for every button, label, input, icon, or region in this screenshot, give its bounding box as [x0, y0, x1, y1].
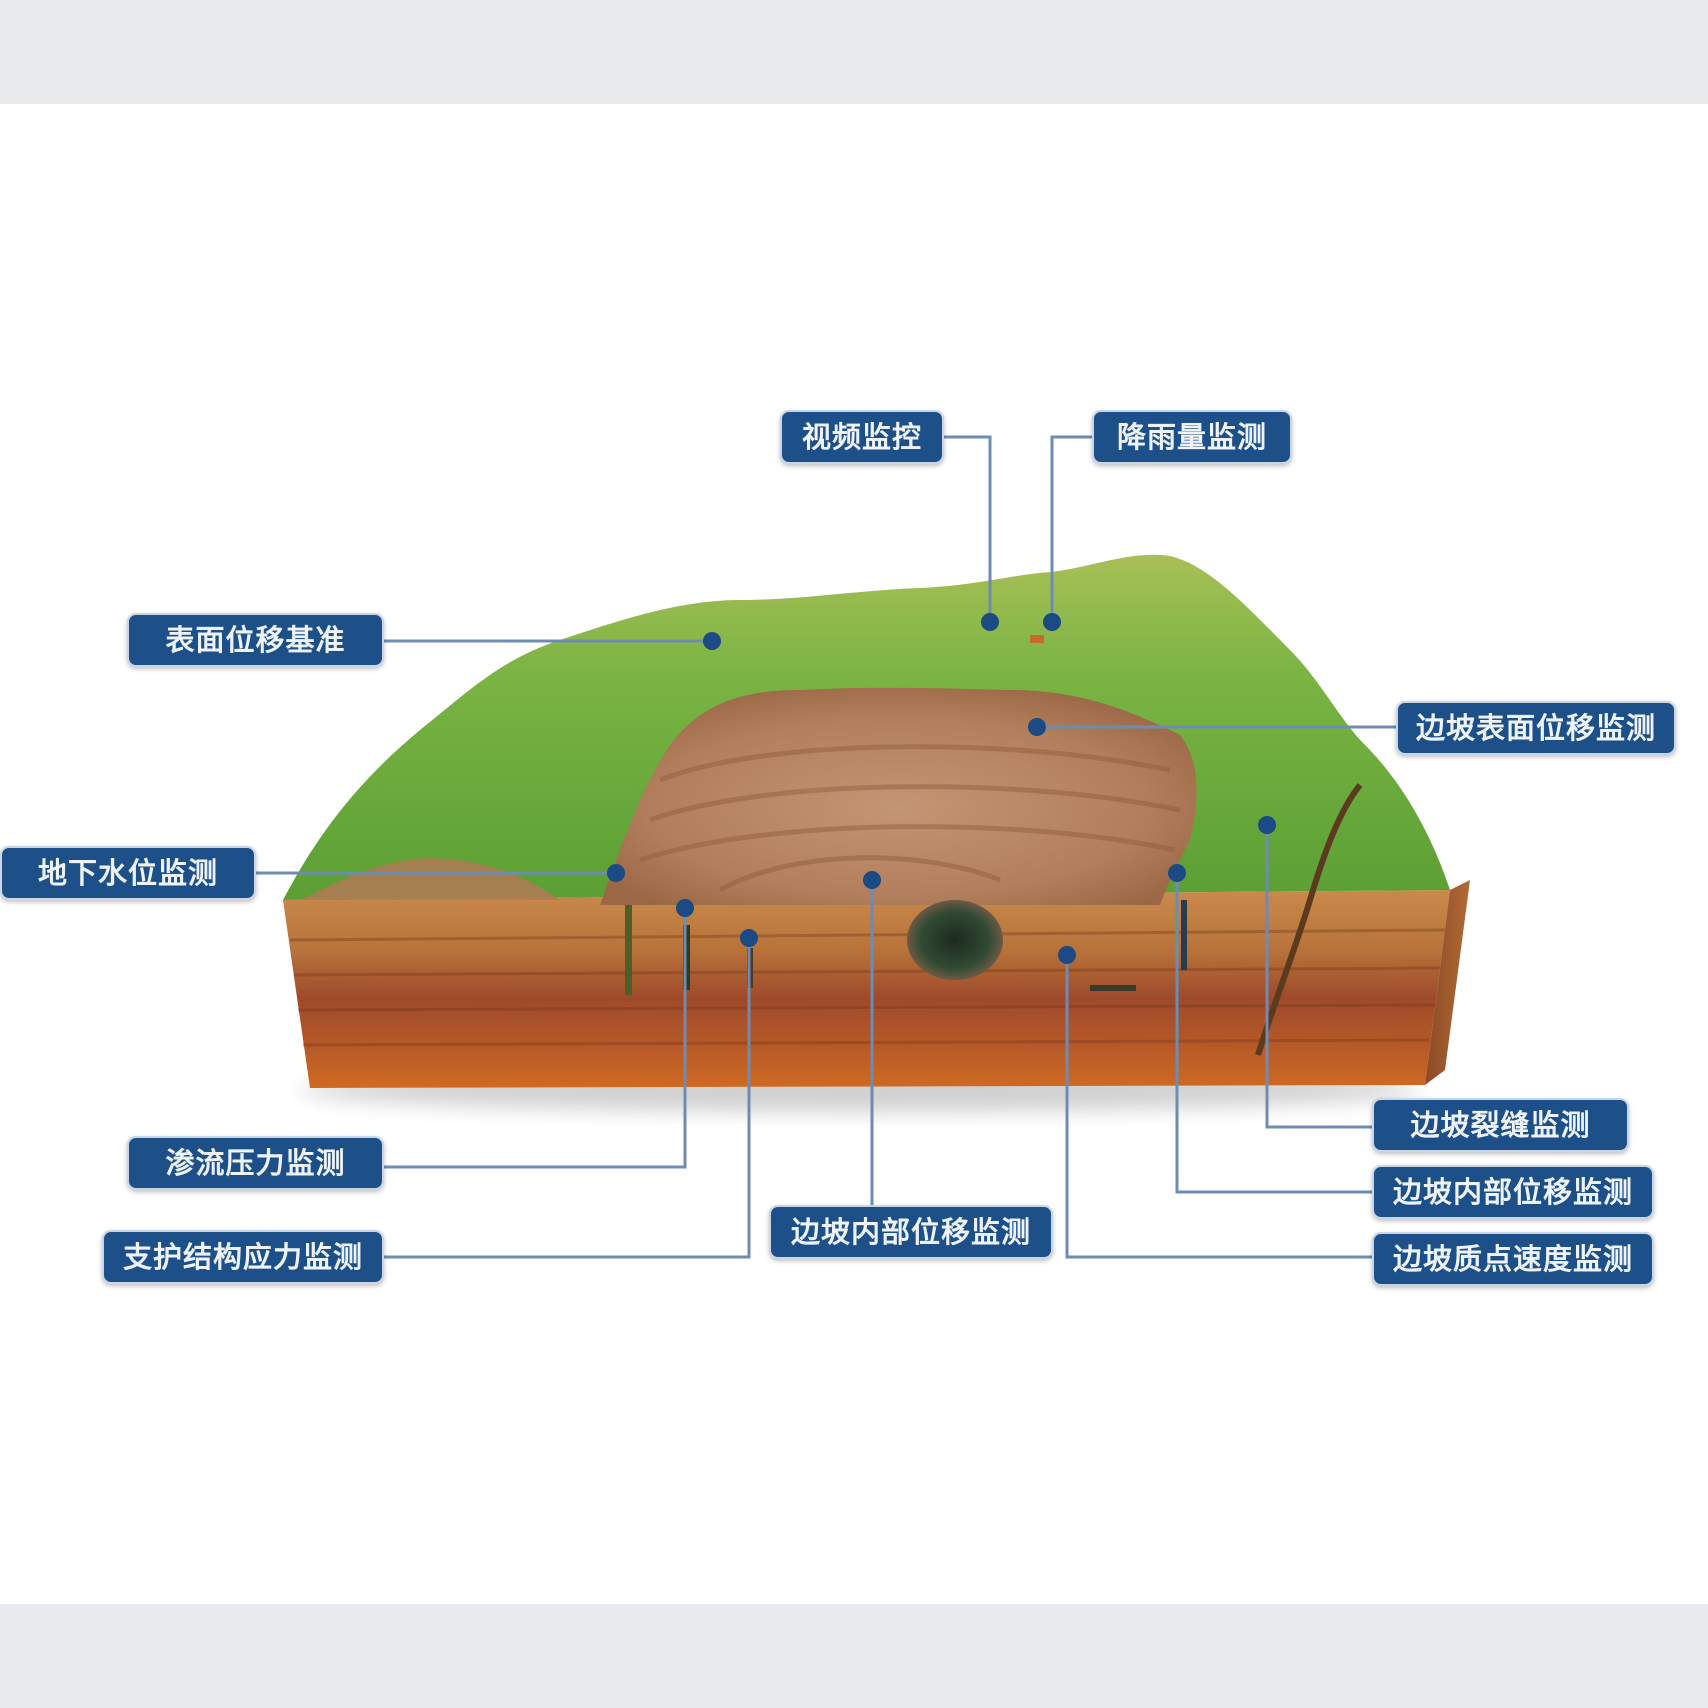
excavated-pit: [600, 687, 1197, 905]
left-mound: [300, 858, 560, 900]
soil-layers-side: [1425, 880, 1470, 1085]
label-slope-internal-displacement-center: 边坡内部位移监测: [769, 1205, 1053, 1259]
label-slope-particle-velocity: 边坡质点速度监测: [1372, 1232, 1654, 1286]
label-slope-surface-displacement: 边坡表面位移监测: [1396, 701, 1676, 755]
sensor-dots: [607, 613, 1276, 964]
fault-crack: [1255, 783, 1363, 1056]
label-slope-crack: 边坡裂缝监测: [1372, 1098, 1629, 1152]
connector-lines: [256, 435, 1396, 1259]
tunnel-opening: [907, 900, 1003, 980]
label-video-monitoring: 视频监控: [780, 410, 944, 464]
label-groundwater-level: 地下水位监测: [0, 846, 256, 900]
pit-terraces: [639, 744, 1181, 893]
label-support-structure-stress: 支护结构应力监测: [102, 1230, 384, 1284]
strata-lines: [289, 928, 1446, 1047]
soil-layers-front: [283, 890, 1450, 1088]
label-seepage-pressure: 渗流压力监测: [127, 1136, 384, 1190]
label-surface-displacement-base: 表面位移基准: [127, 613, 384, 667]
label-rainfall-monitoring: 降雨量监测: [1092, 410, 1292, 464]
label-slope-internal-displacement-right: 边坡内部位移监测: [1372, 1165, 1654, 1219]
